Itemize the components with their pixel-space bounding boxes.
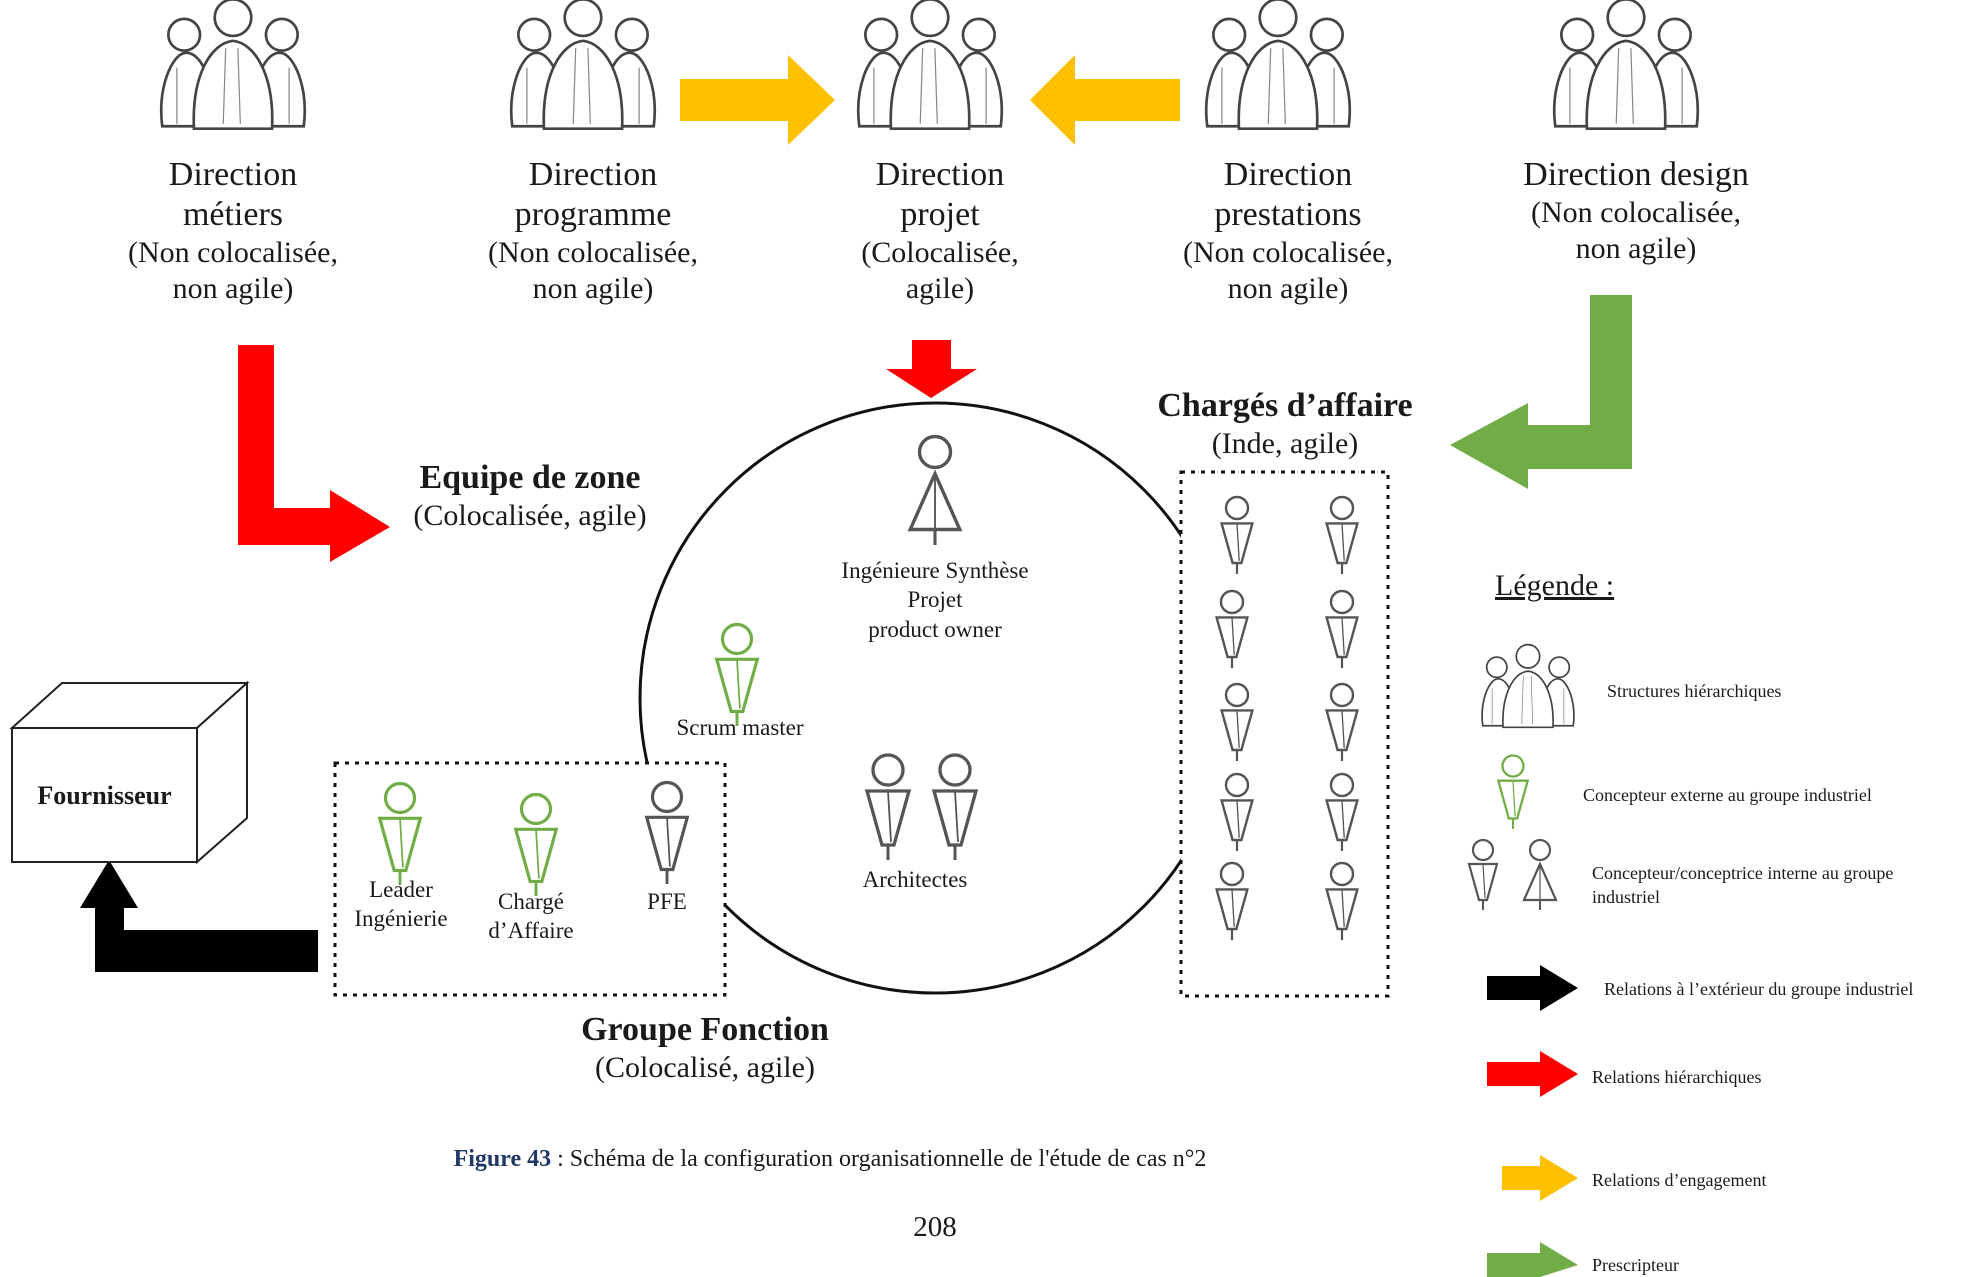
direction-status: (Non colocalisée, — [1531, 196, 1741, 230]
role-line: Leader — [369, 877, 433, 902]
direction-prestations-label: Direction prestations (Non colocalisée, … — [1148, 155, 1428, 306]
page-number: 208 — [913, 1211, 957, 1243]
direction-design-label: Direction design (Non colocalisée, non a… — [1476, 155, 1796, 266]
black-arrow-to-fournisseur — [80, 860, 318, 972]
yellow-arrow-programme-to-projet — [680, 55, 835, 145]
architectes-label: Architectes — [862, 867, 968, 892]
direction-name: Direction design — [1523, 156, 1749, 193]
legend-yellow-arrow — [1502, 1155, 1578, 1201]
group-subtitle: (Colocalisée, agile) — [413, 499, 647, 533]
direction-name: Direction — [168, 156, 298, 193]
yellow-arrow-prestations-to-projet — [1030, 55, 1180, 145]
role-line: Ingénierie — [354, 906, 448, 932]
direction-programme-label: Direction programme (Non colocalisée, no… — [453, 155, 733, 306]
legend-group-icon — [1481, 643, 1575, 729]
group-icon-programme — [509, 0, 657, 131]
direction-name: programme — [514, 196, 672, 234]
group-icon-metiers — [159, 0, 307, 131]
charge-affaire-role-label: Chargé d’Affaire — [471, 887, 591, 946]
group-icon-prestations — [1204, 0, 1352, 131]
legend-black-arrow — [1487, 965, 1578, 1011]
charges-affaire-label: Chargés d’affaire (Inde, agile) — [1130, 386, 1440, 462]
group-icon-design — [1552, 0, 1700, 131]
direction-projet-label: Direction projet (Colocalisée, agile) — [800, 155, 1080, 306]
legend-person-icon — [1467, 838, 1499, 912]
direction-status: (Non colocalisée, — [128, 236, 338, 270]
direction-name: Direction — [1223, 156, 1353, 193]
architecte-person-icon — [865, 753, 911, 862]
group-title: Chargés d’affaire — [1157, 387, 1413, 424]
legend-label-prescripteur: Prescripteur — [1592, 1255, 1679, 1275]
direction-name: Direction — [528, 156, 658, 193]
role-line: Ingénieure Synthèse — [841, 558, 1029, 583]
legend-label-structures: Structures hiérarchiques — [1607, 681, 1782, 701]
legend-red-arrow — [1487, 1051, 1578, 1097]
fournisseur-box-front — [11, 727, 198, 863]
legend-green-person-icon — [1497, 754, 1529, 831]
group-icon-projet — [856, 0, 1004, 131]
fournisseur-label: Fournisseur — [37, 781, 172, 810]
legend-label-engagement: Relations d’engagement — [1592, 1170, 1767, 1190]
legend-label-interne: Concepteur/conceptrice interne au groupe… — [1592, 863, 1894, 908]
group-subtitle: (Inde, agile) — [1211, 427, 1359, 461]
direction-status: (Non colocalisée, — [1183, 236, 1393, 270]
direction-status: (Non colocalisée, — [488, 236, 698, 270]
scrum-master-label: Scrum master — [676, 715, 804, 740]
group-subtitle: (Colocalisé, agile) — [595, 1051, 815, 1085]
legend-person-female-icon — [1522, 838, 1558, 912]
direction-name: projet — [900, 196, 980, 234]
figure-caption-text: : Schéma de la configuration organisatio… — [551, 1146, 1207, 1172]
role-line: d’Affaire — [488, 918, 574, 944]
leader-ingenierie-label: Leader Ingénierie — [340, 875, 462, 934]
legend-label-exterieur: Relations à l’extérieur du groupe indust… — [1604, 979, 1914, 999]
architecte-person-icon — [932, 753, 978, 862]
isp-label: Ingénieure Synthèse Projet product owner — [815, 556, 1055, 644]
isp-person-icon — [908, 434, 962, 547]
groupe-fonction-label: Groupe Fonction (Colocalisé, agile) — [555, 1010, 855, 1086]
direction-status: non agile) — [1227, 271, 1349, 305]
direction-status: non agile) — [1575, 231, 1697, 265]
scrum-master-person-icon — [715, 622, 759, 728]
direction-metiers-label: Direction métiers (Non colocalisée, non … — [93, 155, 373, 306]
role-line: product owner — [868, 616, 1002, 642]
red-arrow-projet-to-circle — [886, 340, 977, 398]
legend-green-arrow — [1487, 1242, 1578, 1277]
legend-title: Légende : — [1495, 569, 1615, 602]
group-title: Equipe de zone — [419, 459, 641, 496]
red-arrow-metiers-to-equipe — [238, 345, 390, 562]
figure-label: Figure 43 — [453, 1146, 552, 1172]
legend-label-externe: Concepteur externe au groupe industriel — [1583, 785, 1872, 805]
direction-status: agile) — [905, 271, 975, 305]
legend-label-hierarchiques: Relations hiérarchiques — [1592, 1067, 1762, 1087]
equipe-zone-label: Equipe de zone (Colocalisée, agile) — [380, 458, 680, 534]
charges-affaire-box — [1179, 470, 1390, 998]
direction-status: (Colocalisée, — [861, 236, 1019, 270]
figure-caption: Figure 43 : Schéma de la configuration o… — [330, 1145, 1330, 1173]
direction-name: Direction — [875, 156, 1005, 193]
direction-name: métiers — [182, 196, 284, 234]
direction-status: non agile) — [532, 271, 654, 305]
direction-status: non agile) — [172, 271, 294, 305]
direction-name: prestations — [1214, 196, 1362, 234]
role-line: Projet — [907, 587, 963, 613]
green-arrow-design-to-charges — [1450, 295, 1632, 489]
pfe-label: PFE — [647, 889, 687, 914]
role-line: Chargé — [497, 889, 564, 914]
group-title: Groupe Fonction — [581, 1011, 829, 1048]
